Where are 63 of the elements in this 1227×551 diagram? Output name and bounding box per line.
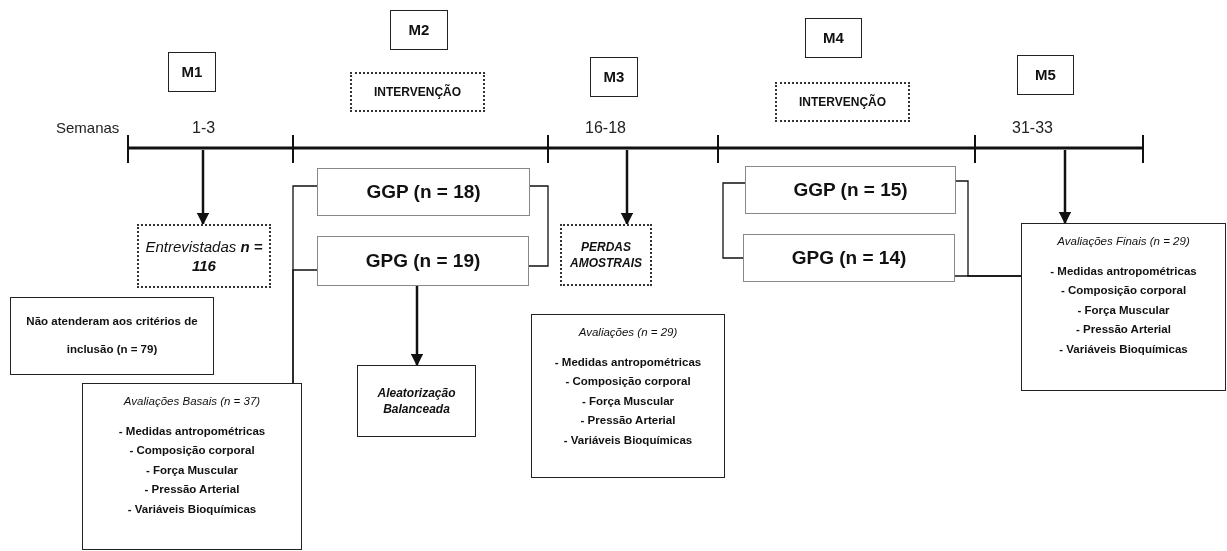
box-label: PERDAS AMOSTRAIS [569,238,643,272]
arrow [1058,150,1072,225]
bracket-connector [722,182,746,259]
box-label: M4 [823,27,844,48]
randomization-box [357,365,476,437]
axis-label: Semanas [56,119,120,136]
box-label: Aleatorização Balanceada [376,384,457,418]
list-item: - Variáveis Bioquímicas [563,432,693,448]
moment-box [168,52,216,92]
bracket-connector [292,269,318,384]
moment-box [590,57,638,97]
group-box [317,236,529,286]
assessment-box [1021,223,1226,391]
arrow [196,150,210,226]
assessment-box [531,314,725,478]
box-label: GPG (n = 19) [365,249,481,274]
group-box [745,166,956,214]
list-item: - Composição corporal [1060,283,1187,299]
list-item: - Pressão Arterial [580,413,676,429]
arrow [410,286,424,367]
arrow [620,150,634,226]
box-label: M5 [1035,64,1056,85]
list-item: - Medidas antropométricas [118,423,266,439]
list-item: - Composição corporal [129,443,255,459]
bracket-connector [528,185,549,267]
intervention-box [350,72,485,112]
box-label: Entrevistadas n = 116 [145,236,263,276]
box-label: M2 [408,19,430,40]
moment-box [805,18,862,58]
box-label: M3 [603,66,625,87]
week-range-label: 31-33 [1012,119,1053,137]
list-item: - Composição corporal [565,374,691,390]
assessment-heading: Avaliações Finais (n = 29) [1057,234,1190,249]
box-label: INTERVENÇÃO [798,93,887,111]
box-label: M1 [181,61,203,82]
box-label: INTERVENÇÃO [373,83,462,101]
moment-box [1017,55,1074,95]
group-box [317,168,530,216]
sample-loss-box [560,224,652,286]
list-item: - Força Muscular [146,462,238,478]
list-item: - Força Muscular [582,393,674,409]
group-box [743,234,955,282]
week-range-label: 1-3 [192,119,216,137]
list-item: - Medidas antropométricas [1050,263,1197,279]
box-label: Não atenderam aos critérios de inclusão (n = 79) [25,314,199,357]
exclusion-box [10,297,214,375]
box-label: GGP (n = 15) [793,178,908,203]
assessment-heading: Avaliações (n = 29) [578,325,678,340]
assessment-box [82,383,302,550]
bracket-connector [954,275,1022,277]
intervention-box [775,82,910,122]
list-item: - Medidas antropométricas [554,354,702,370]
assessment-heading: Avaliações Basais (n = 37) [123,394,261,409]
list-item: - Variáveis Bioquímicas [127,501,257,517]
moment-box [390,10,448,50]
list-item: - Pressão Arterial [144,482,240,498]
week-range-label: 16-18 [585,119,626,137]
list-item: - Pressão Arterial [1076,322,1171,338]
list-item: - Força Muscular [1077,302,1170,318]
box-label: GPG (n = 14) [791,246,907,271]
list-item: - Variáveis Bioquímicas [1059,341,1188,357]
box-label: GGP (n = 18) [366,180,481,205]
interview-box [137,224,271,288]
